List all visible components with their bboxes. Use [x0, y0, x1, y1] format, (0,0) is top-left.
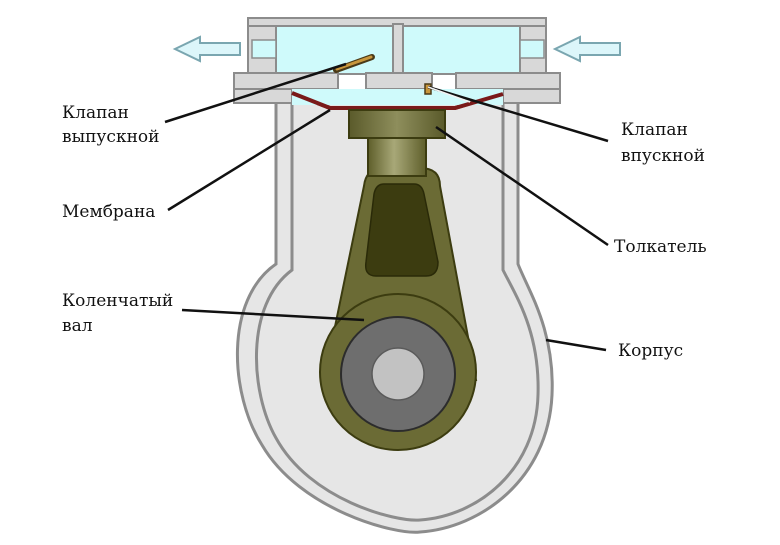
label-crankshaft-line2: вал — [62, 316, 93, 336]
pusher-head — [348, 109, 446, 139]
crankshaft-core — [371, 347, 425, 401]
leader-membrane — [167, 108, 331, 212]
valve-plate-left — [233, 72, 339, 90]
label-membrane: Мембрана — [62, 202, 155, 222]
valve-gasket-right — [502, 88, 561, 104]
inlet-port — [519, 39, 545, 59]
connecting-rod-slot — [364, 183, 439, 277]
label-crankshaft-line1: Коленчатый — [62, 291, 173, 311]
housing-inner-wall — [254, 104, 540, 522]
head-divider — [392, 23, 404, 75]
label-housing: Корпус — [618, 341, 683, 361]
leader-pusher — [435, 125, 609, 247]
pusher-stem — [367, 135, 427, 177]
label-intake-valve-line1: Клапан — [621, 120, 688, 140]
inlet-arrow — [552, 35, 621, 63]
leader-crankshaft — [181, 308, 365, 322]
valve-plate-right — [455, 72, 561, 90]
leader-intake-valve — [427, 85, 609, 143]
leader-exhaust-valve — [164, 62, 347, 124]
intake-valve-flap — [424, 83, 432, 95]
exhaust-valve-flap-highlight — [335, 55, 373, 71]
label-exhaust-valve-line1: Клапан — [62, 103, 129, 123]
label-pusher: Толкатель — [614, 237, 707, 257]
valve-plate-middle — [365, 72, 433, 90]
outlet-port — [251, 39, 277, 59]
outlet-arrow — [172, 35, 241, 63]
label-exhaust-valve-line2: выпускной — [62, 127, 159, 147]
label-intake-valve-line2: впускной — [621, 146, 705, 166]
leader-housing — [545, 338, 607, 352]
leader-intake-valve-tip — [427, 86, 471, 103]
